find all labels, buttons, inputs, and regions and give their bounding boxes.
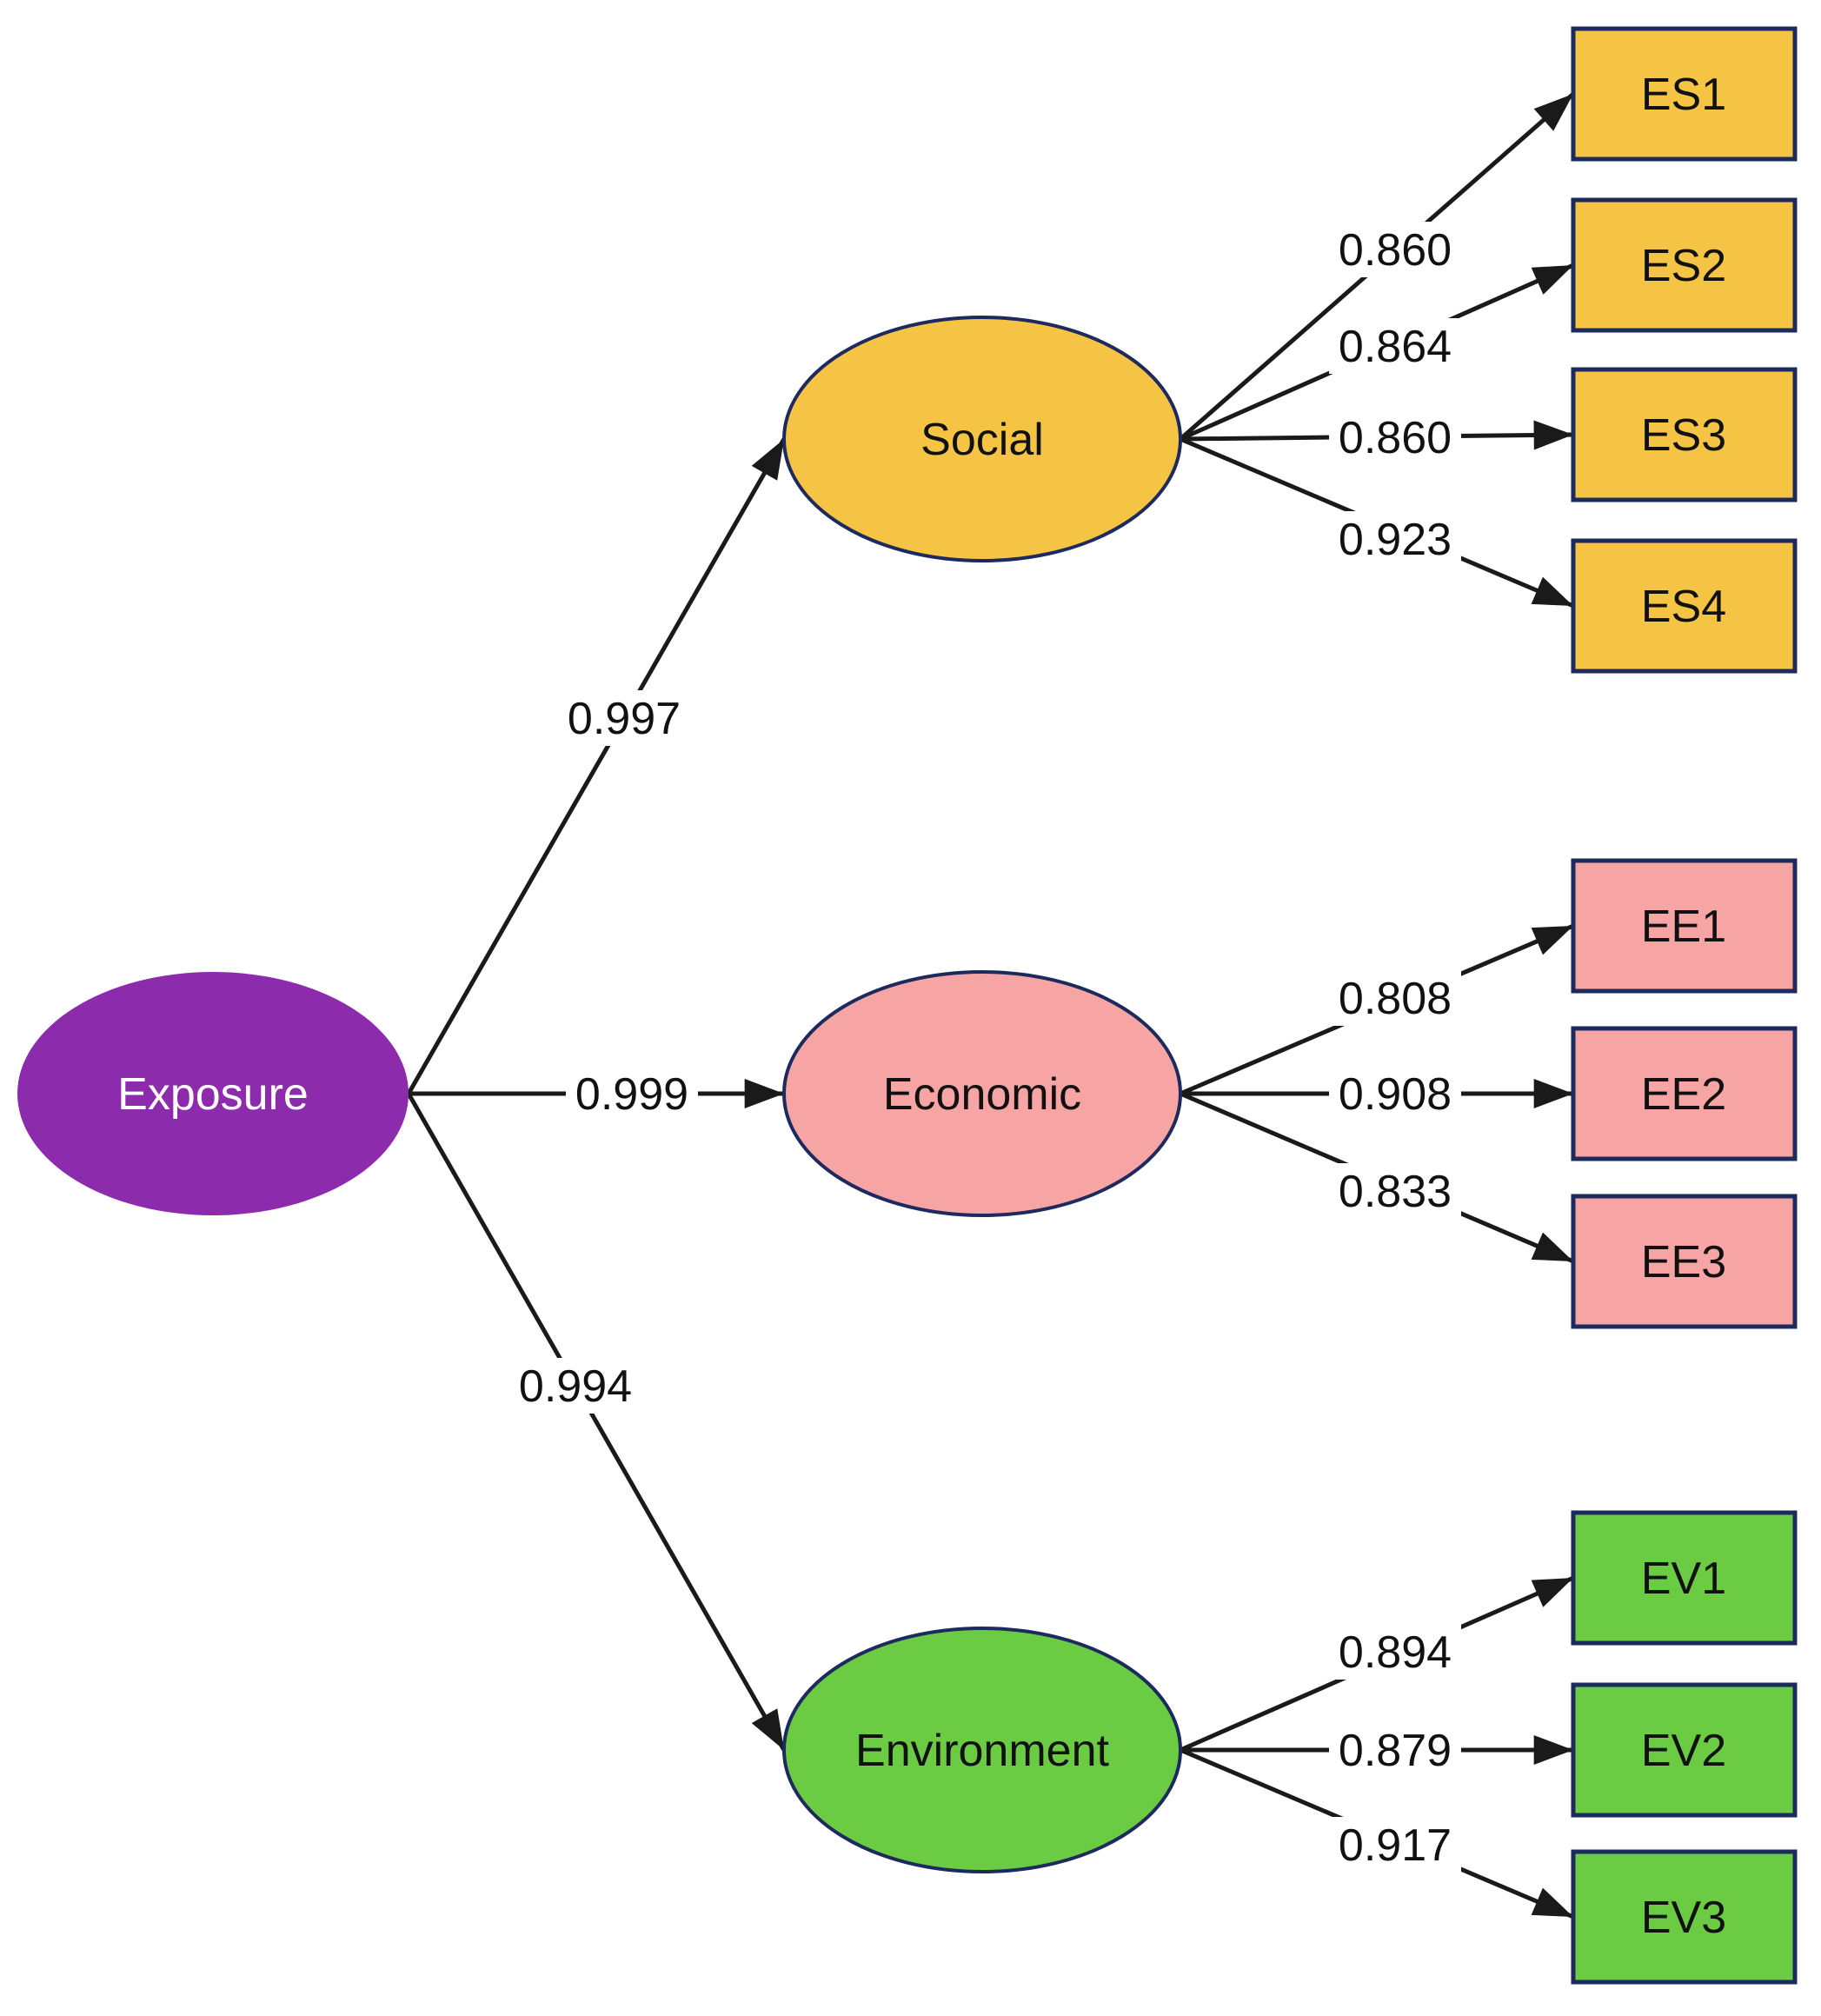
path-coefficient-label: 0.994 xyxy=(519,1361,632,1412)
edge-label-bg xyxy=(558,690,690,746)
es2-box xyxy=(1571,197,1798,333)
loading-ev3: 0.917 xyxy=(1329,1817,1461,1873)
path-coefficient-social: 0.997 xyxy=(558,690,690,746)
exposure-label: Exposure xyxy=(117,1069,309,1120)
loading-label: 0.833 xyxy=(1339,1167,1452,1217)
environment-label: Environment xyxy=(855,1726,1109,1776)
economic-label: Economic xyxy=(883,1069,1081,1120)
loading-label: 0.864 xyxy=(1339,322,1452,372)
node-exposure: Exposure xyxy=(17,972,409,1215)
node-social: Social xyxy=(782,316,1182,562)
ev3-box xyxy=(1571,1849,1798,1985)
es4-box xyxy=(1571,538,1798,674)
edge-label-bg xyxy=(566,1066,698,1121)
indicator-ee2: EE2 xyxy=(1571,1026,1798,1161)
edge-label-bg xyxy=(1329,1163,1461,1219)
ev1-label: EV1 xyxy=(1641,1554,1726,1604)
loading-ev2: 0.879 xyxy=(1329,1722,1461,1778)
ee1-box xyxy=(1571,858,1798,994)
loading-label: 0.860 xyxy=(1339,225,1452,276)
ev2-label: EV2 xyxy=(1641,1726,1726,1776)
es3-label: ES3 xyxy=(1641,410,1726,461)
loading-label: 0.917 xyxy=(1339,1820,1452,1871)
path-coefficient-environment: 0.994 xyxy=(509,1358,641,1414)
path-coefficient-label: 0.999 xyxy=(575,1069,688,1120)
loading-label: 0.808 xyxy=(1339,974,1452,1024)
indicator-es4: ES4 xyxy=(1571,538,1798,674)
loading-ee2: 0.908 xyxy=(1329,1066,1461,1121)
indicator-ev2: EV2 xyxy=(1571,1682,1798,1818)
ev3-label: EV3 xyxy=(1641,1893,1726,1943)
social-label: Social xyxy=(920,415,1044,465)
loading-es1: 0.860 xyxy=(1329,222,1461,277)
ev2-box xyxy=(1571,1682,1798,1818)
indicator-es3: ES3 xyxy=(1571,367,1798,502)
edge-label-bg xyxy=(1329,511,1461,567)
edge-label-bg xyxy=(1329,1817,1461,1873)
ee1-label: EE1 xyxy=(1641,902,1726,952)
edge-exposure-environment xyxy=(406,1092,787,1752)
latent-nodes: Exposure Social Economic Environment xyxy=(17,316,1182,1873)
loading-label: 0.908 xyxy=(1339,1069,1452,1120)
path-coefficient-economic: 0.999 xyxy=(566,1066,698,1121)
edge-labels: 0.997 0.999 0.994 0.860 0.864 0.860 0.92… xyxy=(509,222,1461,1873)
loading-ee3: 0.833 xyxy=(1329,1163,1461,1219)
indicator-nodes: ES1 ES2 ES3 ES4 EE1 EE2 EE3 EV1 xyxy=(1571,26,1798,1985)
environment-ellipse xyxy=(782,1627,1182,1873)
es4-label: ES4 xyxy=(1641,582,1726,632)
indicator-ee1: EE1 xyxy=(1571,858,1798,994)
edge-label-bg xyxy=(1329,1722,1461,1778)
loading-ee1: 0.808 xyxy=(1329,970,1461,1026)
loading-es3: 0.860 xyxy=(1329,409,1461,465)
ee3-box xyxy=(1571,1194,1798,1329)
economic-ellipse xyxy=(782,970,1182,1217)
exposure-ellipse xyxy=(17,972,409,1215)
loading-label: 0.860 xyxy=(1339,413,1452,463)
loading-label: 0.894 xyxy=(1339,1627,1452,1678)
es1-label: ES1 xyxy=(1641,70,1726,120)
edge-label-bg xyxy=(1329,1066,1461,1121)
edge-label-bg xyxy=(1329,222,1461,277)
ee2-label: EE2 xyxy=(1641,1069,1726,1120)
ev1-box xyxy=(1571,1510,1798,1646)
indicator-ev3: EV3 xyxy=(1571,1849,1798,1985)
edge-label-bg xyxy=(1329,318,1461,374)
node-economic: Economic xyxy=(782,970,1182,1217)
es3-box xyxy=(1571,367,1798,502)
es1-box xyxy=(1571,26,1798,162)
ee2-box xyxy=(1571,1026,1798,1161)
path-coefficient-label: 0.997 xyxy=(568,694,681,744)
indicator-ee3: EE3 xyxy=(1571,1194,1798,1329)
edge-exposure-social xyxy=(406,437,787,1095)
ee3-label: EE3 xyxy=(1641,1237,1726,1287)
loading-ev1: 0.894 xyxy=(1329,1624,1461,1680)
loading-label: 0.923 xyxy=(1339,515,1452,565)
indicator-ev1: EV1 xyxy=(1571,1510,1798,1646)
indicator-es2: ES2 xyxy=(1571,197,1798,333)
loading-es4: 0.923 xyxy=(1329,511,1461,567)
edge-label-bg xyxy=(1329,409,1461,465)
edge-label-bg xyxy=(1329,970,1461,1026)
edge-label-bg xyxy=(1329,1624,1461,1680)
indicator-es1: ES1 xyxy=(1571,26,1798,162)
loading-label: 0.879 xyxy=(1339,1726,1452,1776)
es2-label: ES2 xyxy=(1641,241,1726,291)
loading-es2: 0.864 xyxy=(1329,318,1461,374)
node-environment: Environment xyxy=(782,1627,1182,1873)
edge-label-bg xyxy=(509,1358,641,1414)
social-ellipse xyxy=(782,316,1182,562)
